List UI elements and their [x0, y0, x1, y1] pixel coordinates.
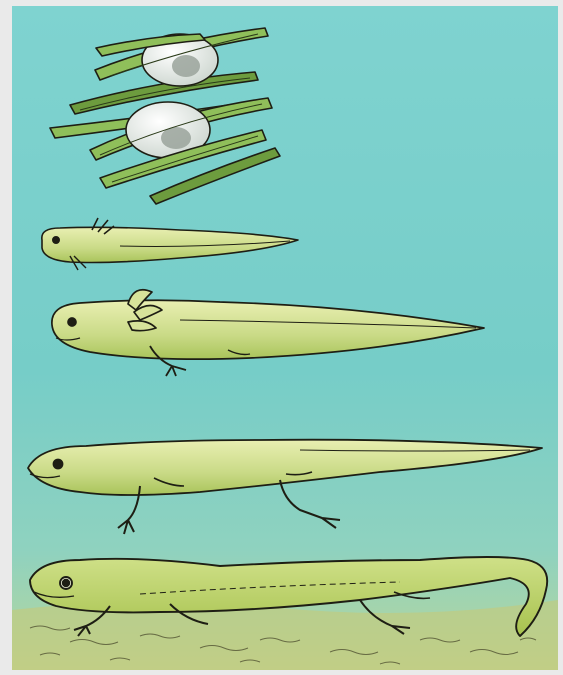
embryo-icon	[172, 55, 200, 77]
eye-icon	[68, 318, 76, 326]
eye-icon	[53, 237, 59, 243]
eye-icon	[54, 460, 63, 469]
eye-icon	[63, 580, 70, 587]
